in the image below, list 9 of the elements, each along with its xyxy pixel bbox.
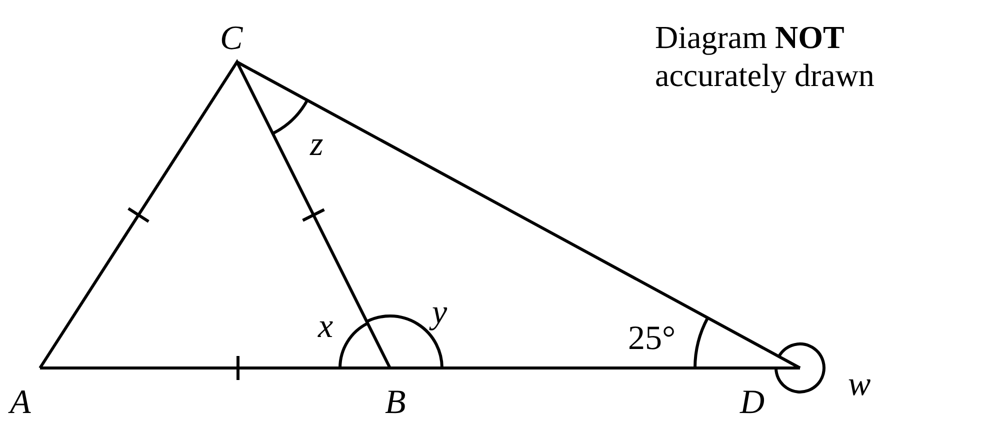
angle-label: 25°	[628, 322, 676, 356]
note-text: Diagram NOT accurately drawn	[655, 18, 876, 95]
vertex-label: C	[220, 22, 243, 56]
angle-label: w	[848, 368, 871, 402]
angle-label: z	[310, 128, 324, 162]
vertex-label: D	[740, 386, 765, 420]
vertex-label: B	[385, 386, 406, 420]
angle-label: x	[318, 310, 334, 344]
vertex-label: A	[10, 386, 31, 420]
